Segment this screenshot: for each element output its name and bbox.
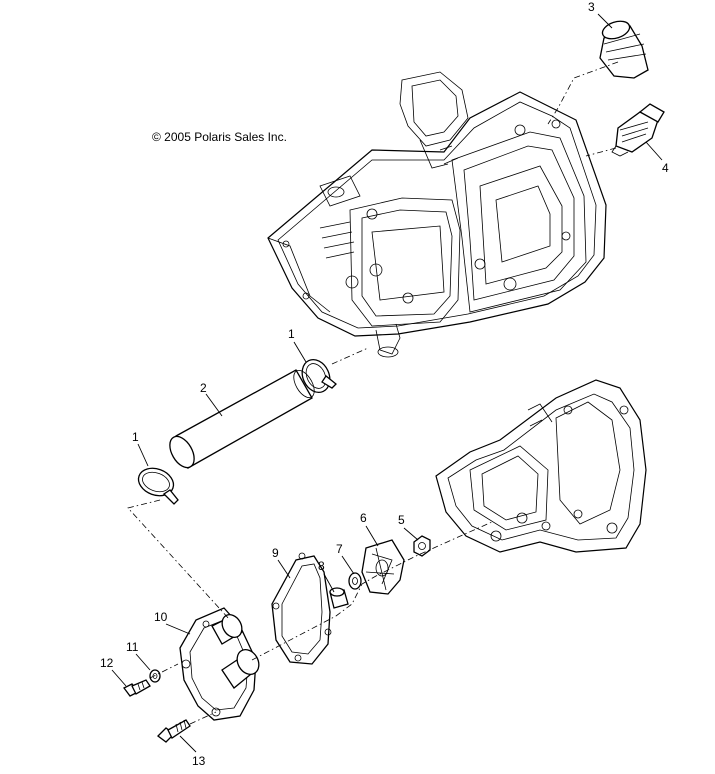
callout-7: 7 xyxy=(336,542,343,556)
callout-4: 4 xyxy=(662,161,669,175)
part-1-lower-hose-clamp xyxy=(137,467,179,505)
callout-11: 11 xyxy=(126,640,139,654)
assembly-lines xyxy=(127,61,619,725)
part-4-temperature-sensor xyxy=(611,103,665,157)
copyright-notice: © 2005 Polaris Sales Inc. xyxy=(152,130,287,144)
part-8-seal xyxy=(329,587,349,609)
leader-lines xyxy=(111,13,663,753)
part-3-cap xyxy=(599,20,649,79)
callout-numbers: 3 4 1 2 1 5 6 7 8 9 10 11 12 13 xyxy=(100,0,669,768)
part-2-coolant-hose xyxy=(169,369,315,469)
part-12-bolt xyxy=(123,679,151,697)
callout-5: 5 xyxy=(398,513,405,527)
callout-2: 2 xyxy=(200,381,207,395)
callout-1-lower: 1 xyxy=(132,430,139,444)
callout-1-upper: 1 xyxy=(288,327,295,341)
part-5-nut xyxy=(413,535,431,557)
part-7-washer xyxy=(348,572,362,590)
callout-3: 3 xyxy=(588,0,595,14)
callout-13: 13 xyxy=(192,754,206,768)
cylinder-head xyxy=(267,71,607,358)
part-10-water-pump-cover xyxy=(179,607,260,721)
part-1-upper-hose-clamp xyxy=(301,358,337,394)
crankcase xyxy=(435,379,647,553)
callout-6: 6 xyxy=(360,511,367,525)
part-6-impeller xyxy=(361,539,405,595)
callout-12: 12 xyxy=(100,656,114,670)
part-11-washer xyxy=(149,669,161,683)
callout-8: 8 xyxy=(318,559,325,573)
callout-10: 10 xyxy=(154,610,168,624)
part-13-bolt xyxy=(157,719,191,743)
callout-9: 9 xyxy=(272,546,279,560)
part-9-gasket xyxy=(271,552,332,665)
